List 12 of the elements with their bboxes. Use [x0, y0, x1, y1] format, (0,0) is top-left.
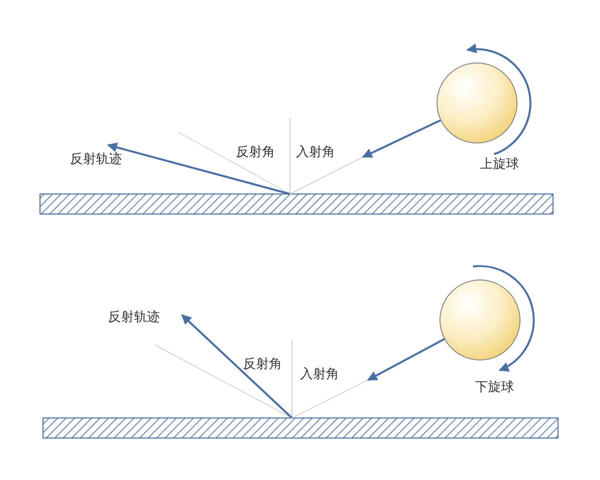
spin-label: 上旋球: [480, 157, 519, 173]
trajectory-label: 入射角: [296, 145, 335, 161]
arrow: [362, 119, 442, 158]
trajectory-label: 反射角: [243, 357, 282, 373]
spin-label: 下旋球: [475, 380, 514, 396]
trajectory-label: 反射轨迹: [108, 310, 160, 326]
ball: [439, 279, 521, 361]
trajectory-label: 反射角: [236, 145, 275, 161]
ball: [436, 62, 518, 144]
trajectory-label: 入射角: [300, 367, 339, 383]
trajectory-label: 反射轨迹: [70, 152, 122, 168]
arrow: [367, 338, 446, 381]
